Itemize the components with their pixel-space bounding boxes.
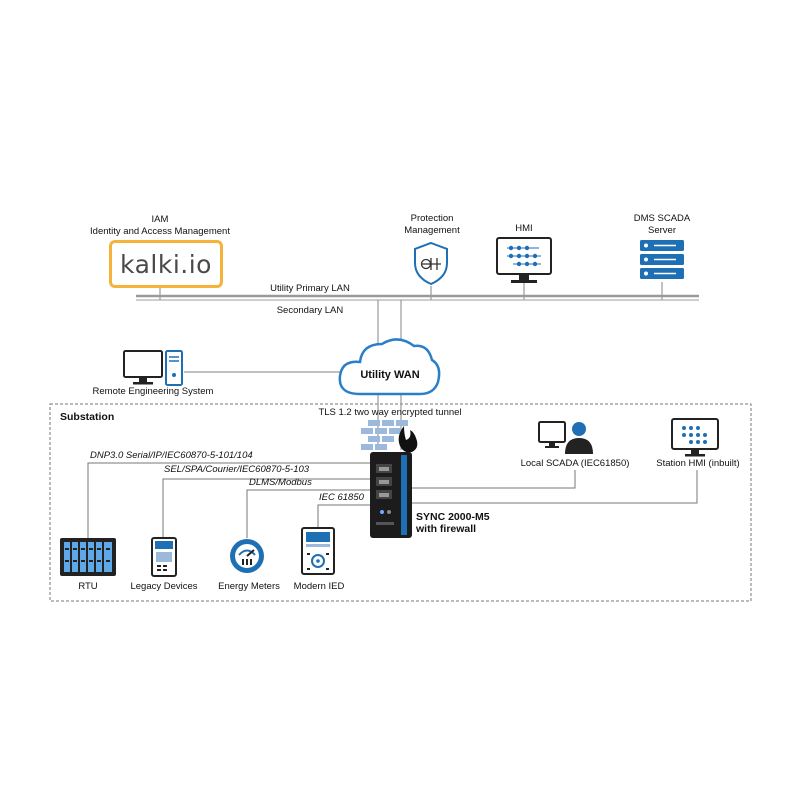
iam-logo-box: kalki.io <box>109 240 223 288</box>
firewall-icon <box>361 420 418 453</box>
lan-drop-lines <box>159 282 663 300</box>
secondary-lan-label: Secondary LAN <box>276 305 344 316</box>
meters-label: Energy Meters <box>218 581 280 592</box>
local-scada-label: Local SCADA (IEC61850) <box>520 458 630 469</box>
tunnel-label: TLS 1.2 two way encrypted tunnel <box>318 407 462 418</box>
dms-label-1: DMS SCADA <box>633 213 691 224</box>
hmi-monitor-icon <box>496 237 552 283</box>
iam-title: IAM <box>151 214 169 225</box>
station-hmi-icon <box>671 418 719 457</box>
protocol-label-iec61850: IEC 61850 <box>319 492 364 503</box>
rtu-icon <box>60 538 116 576</box>
ied-label: Modern IED <box>293 581 345 592</box>
gateway-device-icon <box>370 452 412 538</box>
protection-label-1: Protection <box>410 213 454 224</box>
local-scada-icon <box>538 421 593 454</box>
workstation-icon <box>123 350 183 386</box>
server-icon <box>640 240 684 279</box>
legacy-device-icon <box>151 537 177 577</box>
protocol-lines <box>87 462 370 538</box>
legacy-label: Legacy Devices <box>130 581 198 592</box>
primary-lan-label: Utility Primary LAN <box>270 283 350 294</box>
shield-icon <box>414 241 448 286</box>
protocol-label-dnp3: DNP3.0 Serial/IP/IEC60870-5-101/104 <box>90 450 253 461</box>
wan-cloud-icon <box>338 338 441 396</box>
local-links <box>412 470 698 504</box>
station-hmi-label: Station HMI (inbuilt) <box>656 458 740 469</box>
energy-meter-icon <box>230 539 264 573</box>
lan-wan-links <box>377 300 402 345</box>
iam-subtitle: Identity and Access Management <box>90 226 230 237</box>
dms-label-2: Server <box>648 225 676 236</box>
protocol-label-sel: SEL/SPA/Courier/IEC60870-5-103 <box>164 464 310 475</box>
wan-label: Utility WAN <box>360 369 420 381</box>
modern-ied-icon <box>301 527 335 575</box>
gateway-label-1: SYNC 2000-M5 <box>416 511 490 523</box>
rtu-label: RTU <box>78 581 98 592</box>
remote-engineering-label: Remote Engineering System <box>92 386 214 397</box>
protection-label-2: Management <box>404 225 460 236</box>
iam-logo-text: kalki.io <box>120 249 212 279</box>
gateway-label-2: with firewall <box>416 523 477 535</box>
substation-title: Substation <box>60 411 115 423</box>
hmi-label: HMI <box>515 223 533 234</box>
protocol-label-dlms: DLMS/Modbus <box>249 477 312 488</box>
